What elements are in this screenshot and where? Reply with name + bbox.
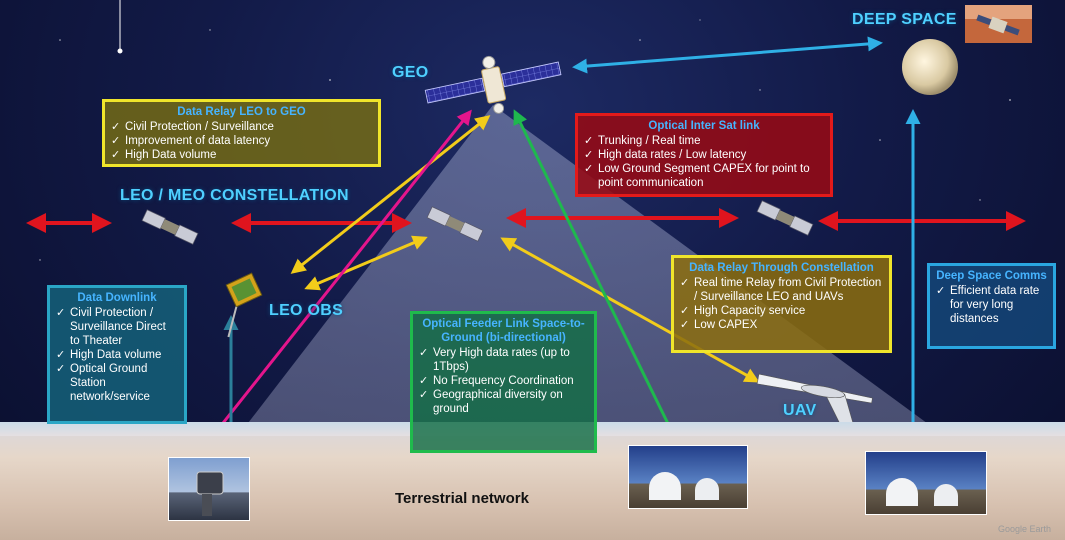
terrestrial-network-label: Terrestrial network	[395, 490, 529, 507]
box-item: Very High data rates (up to 1Tbps)	[419, 346, 588, 374]
box-item: Optical Ground Station network/service	[56, 362, 178, 404]
box-item: Geographical diversity on ground	[419, 388, 588, 416]
leo-satellite-icon	[142, 210, 198, 245]
data-downlink-box: Data Downlink Civil Protection / Surveil…	[47, 285, 187, 424]
box-item: Low CAPEX	[680, 318, 883, 332]
box-item: High Data volume	[56, 348, 178, 362]
pointer-dot	[118, 49, 123, 54]
telescope-icon	[168, 457, 250, 521]
box-title: Deep Space Comms	[936, 269, 1047, 283]
geo-label: GEO	[392, 64, 428, 82]
data-relay-leo-geo-box: Data Relay LEO to GEO Civil Protection /…	[102, 99, 381, 167]
box-title: Optical Inter Sat link	[584, 119, 824, 133]
leo-meo-label: LEO / MEO CONSTELLATION	[120, 187, 349, 205]
data-relay-constellation-box: Data Relay Through Constellation Real ti…	[671, 255, 892, 353]
optical-inter-sat-box: Optical Inter Sat link Trunking / Real t…	[575, 113, 833, 197]
box-item: Civil Protection / Surveillance Direct t…	[56, 306, 178, 348]
uav-label: UAV	[783, 402, 817, 420]
box-title: Data Relay LEO to GEO	[111, 105, 372, 119]
box-title: Data Downlink	[56, 291, 178, 305]
box-item: No Frequency Coordination	[419, 374, 588, 388]
box-item: High Capacity service	[680, 304, 883, 318]
box-item: Real time Relay from Civil Protection / …	[680, 276, 883, 304]
box-item: Civil Protection / Surveillance	[111, 120, 372, 134]
box-item: Low Ground Segment CAPEX for point to po…	[584, 162, 824, 190]
box-title: Optical Feeder Link Space-to-Ground (bi-…	[419, 317, 588, 345]
observatory-dome-icon	[628, 445, 748, 509]
mars-probe-icon	[965, 5, 1032, 43]
watermark: Google Earth	[998, 524, 1051, 534]
box-item: Improvement of data latency	[111, 134, 372, 148]
deep-space-comms-box: Deep Space Comms Efficient data rate for…	[927, 263, 1056, 349]
box-item: High data rates / Low latency	[584, 148, 824, 162]
observatory-dome-icon	[865, 451, 987, 515]
leo-obs-label: LEO OBS	[269, 302, 343, 320]
deep-space-label: DEEP SPACE	[852, 11, 957, 29]
box-item: Efficient data rate for very long distan…	[936, 284, 1047, 326]
moon-icon	[902, 39, 958, 95]
box-item: High Data volume	[111, 148, 372, 162]
optical-feeder-link-box: Optical Feeder Link Space-to-Ground (bi-…	[410, 311, 597, 453]
obs-satellite-icon	[208, 273, 272, 337]
leo-satellite-icon	[757, 201, 813, 236]
box-item: Trunking / Real time	[584, 134, 824, 148]
box-title: Data Relay Through Constellation	[680, 261, 883, 275]
